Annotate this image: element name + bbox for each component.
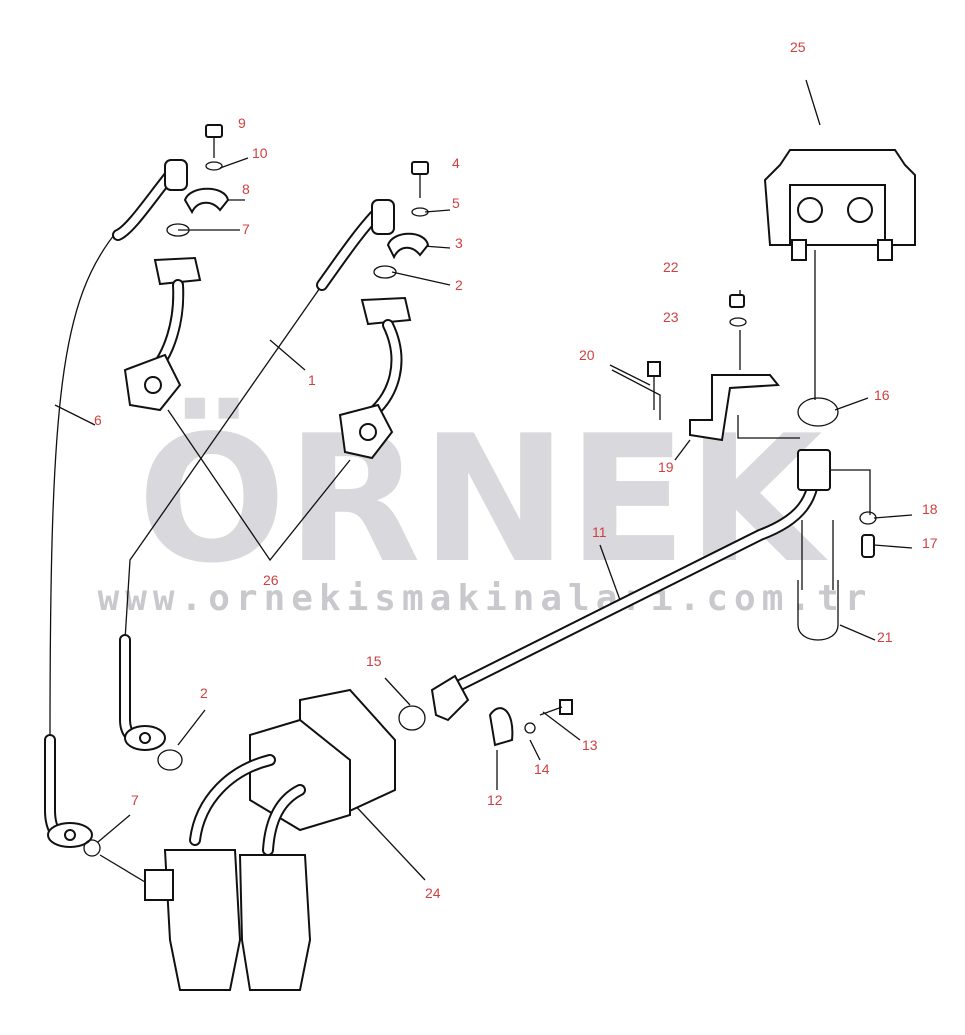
tube-26 [123, 256, 412, 460]
callout-24: 24 [425, 885, 441, 901]
callout-5: 5 [452, 195, 460, 211]
callout-2-top: 2 [455, 277, 463, 293]
callout-11: 11 [592, 524, 607, 540]
callout-15: 15 [366, 653, 382, 669]
callout-3: 3 [455, 235, 463, 251]
leader-lines [49, 79, 913, 886]
watermark: ÖRNEK www.ornekismakinalari.com.tr [98, 397, 873, 619]
callout-6: 6 [94, 412, 102, 428]
callout-20: 20 [579, 347, 595, 363]
callout-12: 12 [487, 792, 503, 808]
callout-16: 16 [874, 387, 890, 403]
valve-block-25 [763, 149, 916, 427]
callout-14: 14 [534, 761, 550, 777]
callout-4: 4 [452, 155, 460, 171]
pump-24 [83, 688, 396, 991]
hose-6 [44, 159, 188, 848]
callout-8: 8 [242, 181, 250, 197]
hose-1 [119, 199, 395, 751]
callout-10: 10 [252, 145, 268, 161]
callout-22: 22 [663, 259, 679, 275]
callout-13: 13 [582, 737, 598, 753]
callout-18: 18 [922, 501, 938, 517]
callout-26: 26 [263, 572, 279, 588]
watermark-url: www.ornekismakinalari.com.tr [98, 578, 873, 619]
callout-21: 21 [877, 629, 893, 645]
callouts: 25 9 10 8 7 4 5 3 2 22 23 20 1 16 6 19 1… [94, 39, 938, 901]
callout-7-bottom: 7 [131, 792, 139, 808]
callout-25: 25 [790, 39, 806, 55]
callout-2-bottom: 2 [200, 685, 208, 701]
u-clamp-21 [797, 511, 877, 641]
callout-1: 1 [308, 372, 316, 388]
flange-clamps-top [166, 124, 430, 279]
hose-11 [398, 449, 831, 747]
callout-17: 17 [922, 535, 938, 551]
callout-7-top: 7 [242, 221, 250, 237]
bracket-19 [647, 294, 780, 442]
callout-23: 23 [663, 309, 679, 325]
callout-19: 19 [658, 459, 674, 475]
callout-9: 9 [238, 115, 246, 131]
